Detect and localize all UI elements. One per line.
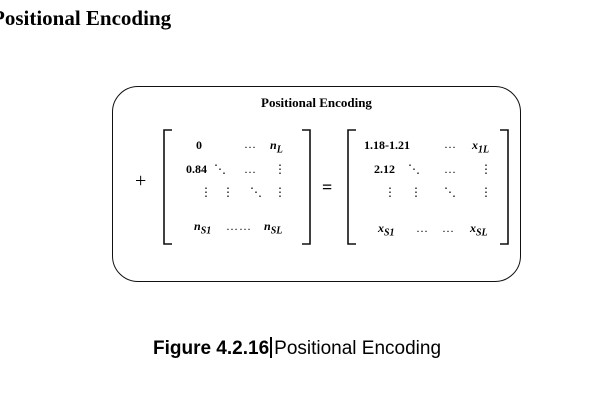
- right-matrix-cell-r2c2: ⋱: [408, 162, 421, 176]
- figure-caption-text: Positional Encoding: [274, 338, 442, 359]
- left-matrix-cell-r1c3: nL: [270, 138, 283, 156]
- caption-separator: [270, 337, 273, 358]
- left-matrix-right-bracket: [302, 129, 311, 245]
- left-matrix-left-bracket: [163, 129, 172, 245]
- right-matrix-cell-r2c4: ⋮: [480, 162, 493, 176]
- left-matrix-cell-r3c2: ⋮: [222, 185, 235, 199]
- left-matrix-cell-r2c1: 0.84: [186, 162, 207, 176]
- left-matrix-cell-r1c2: …: [244, 137, 257, 151]
- right-matrix-cell-r3c4: ⋮: [480, 185, 493, 199]
- right-matrix-cell-r4c4: xSL: [470, 221, 488, 239]
- left-matrix-cell-r3c1: ⋮: [200, 185, 213, 199]
- right-matrix-cell-r3c3: ⋱: [444, 185, 457, 199]
- left-matrix-cell-r1c1: 0: [196, 138, 202, 152]
- right-matrix-cell-r4c1: xS1: [378, 221, 395, 239]
- right-matrix-cell-r3c2: ⋮: [410, 185, 423, 199]
- left-matrix-cell-r4c1: nS1: [194, 219, 212, 237]
- right-matrix-left-bracket: [347, 129, 356, 245]
- page-heading: Positional Encoding: [0, 6, 172, 30]
- right-matrix-right-bracket: [500, 129, 509, 245]
- right-matrix-cell-r1c1: 1.18-1.21: [364, 138, 410, 152]
- right-matrix-cell-r4c3: …: [442, 221, 455, 235]
- positional-encoding-box: Positional Encoding: [112, 86, 521, 282]
- right-matrix-cell-r2c1: 2.12: [374, 162, 395, 176]
- equals-sign: =: [322, 177, 333, 197]
- right-matrix-cell-r3c1: ⋮: [384, 185, 397, 199]
- right-matrix-cell-r1c2: …: [444, 137, 457, 151]
- figure-number: Figure 4.2.16: [152, 338, 270, 359]
- plus-sign: +: [135, 170, 147, 192]
- box-title: Positional Encoding: [261, 95, 372, 110]
- right-matrix-cell-r1c3: x1L: [472, 138, 490, 156]
- left-matrix-cell-r4c3: nSL: [264, 219, 283, 237]
- left-matrix-cell-r4c2: ……: [226, 219, 252, 233]
- left-matrix-cell-r3c3: ⋱: [250, 185, 263, 199]
- right-matrix-cell-r2c3: …: [444, 162, 457, 176]
- left-matrix-cell-r2c2: ⋱: [214, 162, 227, 176]
- left-matrix-cell-r2c3: …: [244, 162, 257, 176]
- left-matrix-cell-r3c4: ⋮: [274, 185, 287, 199]
- right-matrix-cell-r4c2: …: [416, 221, 429, 235]
- left-matrix-cell-r2c4: ⋮: [274, 162, 287, 176]
